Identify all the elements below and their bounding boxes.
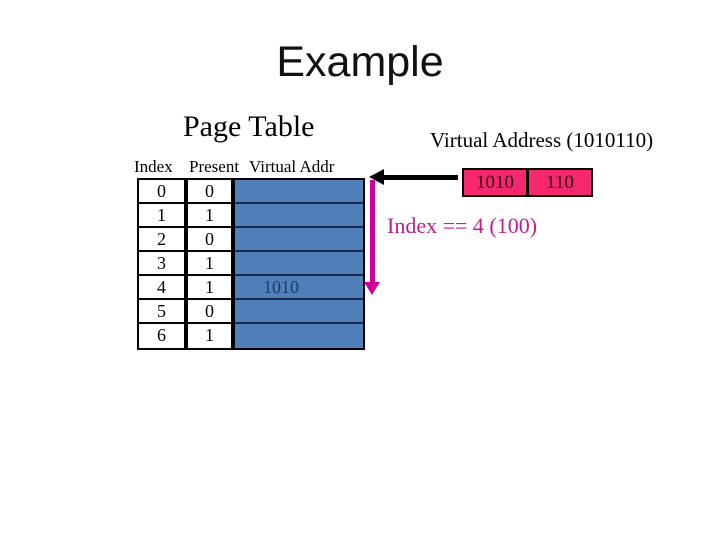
present-cell: 0 [188, 180, 231, 204]
present-cell: 1 [188, 252, 231, 276]
index-cell: 0 [139, 180, 184, 204]
present-cell: 1 [188, 204, 231, 228]
page-table-present-column: 0 1 0 1 1 0 1 [186, 178, 233, 350]
page-table-virtual-addr-column: 1010 [233, 178, 365, 350]
present-cell: 1 [188, 276, 231, 300]
virtual-addr-cell [235, 252, 363, 276]
index-cell: 3 [139, 252, 184, 276]
index-cell: 1 [139, 204, 184, 228]
down-arrow-icon [370, 180, 375, 282]
virtual-addr-cell [235, 324, 363, 348]
index-annotation: Index == 4 (100) [387, 213, 538, 238]
present-cell: 0 [188, 228, 231, 252]
va-page-bits-box: 1010 [462, 168, 528, 197]
virtual-address-bit-boxes: 1010 110 [462, 168, 593, 197]
page-table-heading: Page Table [183, 110, 315, 143]
present-cell: 0 [188, 300, 231, 324]
index-cell: 4 [139, 276, 184, 300]
index-cell: 5 [139, 300, 184, 324]
page-table-index-column: 0 1 2 3 4 5 6 [137, 178, 186, 350]
slide-title: Example [276, 38, 444, 86]
virtual-addr-cell: 1010 [235, 276, 363, 300]
index-cell: 6 [157, 325, 166, 345]
present-cell: 1 [205, 325, 214, 345]
virtual-addr-cell [235, 228, 363, 252]
virtual-addr-cell [235, 204, 363, 228]
down-arrow-head-icon [364, 282, 380, 295]
index-cell: 2 [139, 228, 184, 252]
virtual-addr-cell [235, 180, 363, 204]
left-arrow-icon [383, 175, 458, 180]
virtual-address-label: Virtual Address (1010110) [430, 128, 654, 152]
column-header-virtual-addr: Virtual Addr [249, 157, 335, 176]
column-header-index: Index [134, 157, 173, 176]
va-offset-bits-box: 110 [527, 168, 593, 197]
virtual-addr-cell [235, 300, 363, 324]
column-header-present: Present [189, 157, 240, 176]
left-arrow-head-icon [369, 169, 384, 185]
